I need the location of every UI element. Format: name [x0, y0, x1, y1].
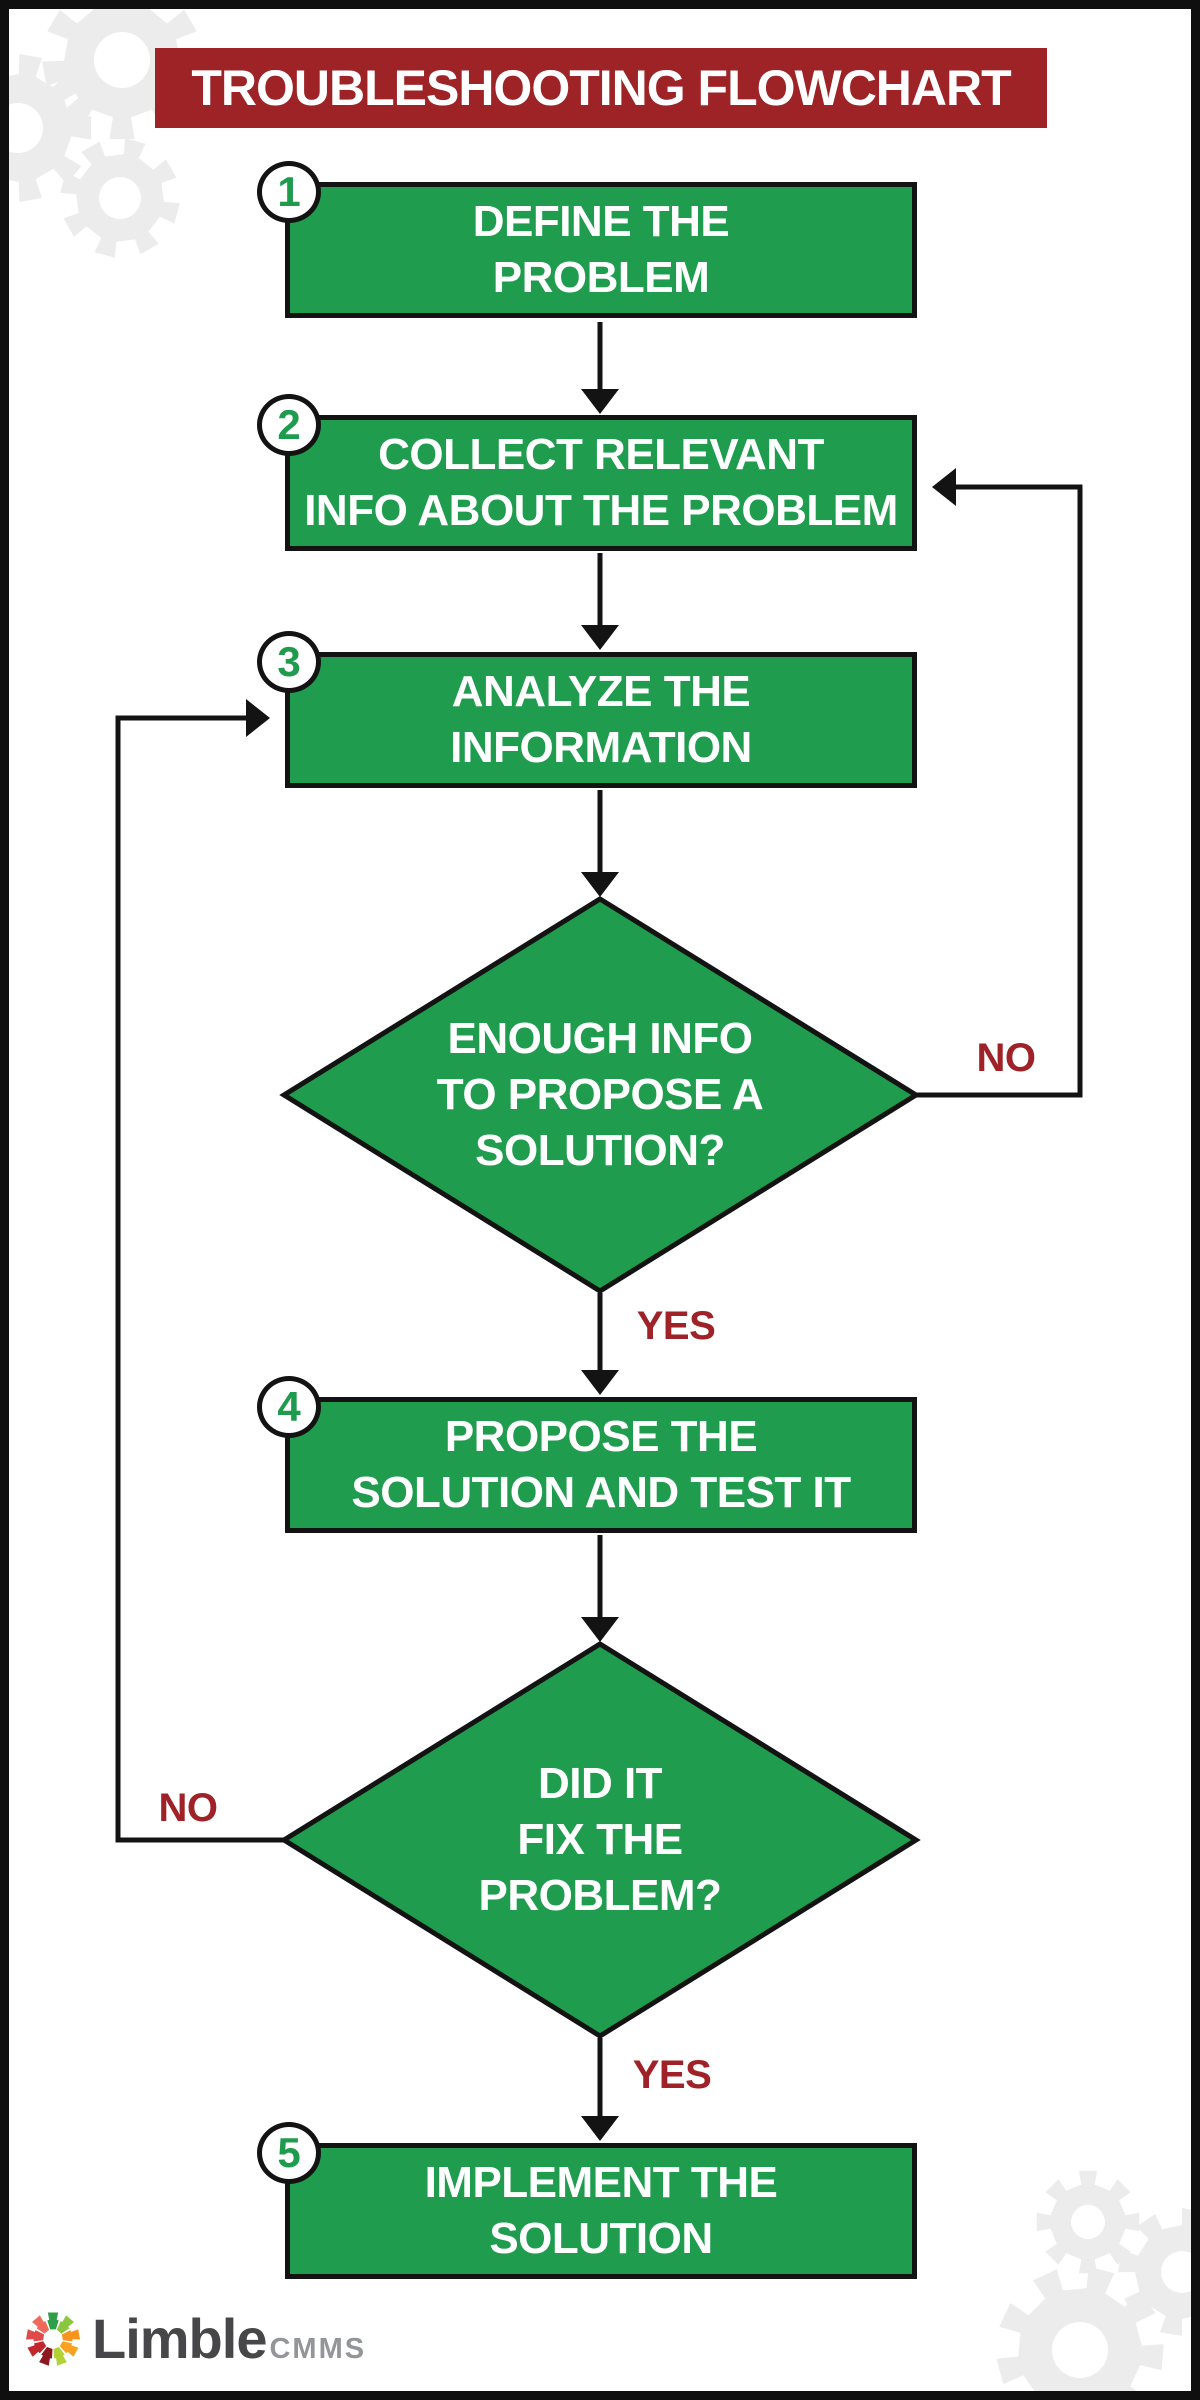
decision-label-enough-info: ENOUGH INFO TO PROPOSE A SOLUTION? — [436, 1013, 764, 1176]
arrow-decision1-no-loop — [916, 468, 1083, 1098]
limble-gear-segment — [53, 2346, 67, 2366]
edge-label-yes-decision1: YES — [636, 1304, 716, 1348]
step-box-implement-solution: IMPLEMENT THE SOLUTION — [285, 2143, 917, 2279]
step-number-badge-2: 2 — [257, 394, 321, 456]
step-box-define-problem: DEFINE THE PROBLEM — [285, 182, 917, 318]
limble-gear-icon — [26, 2312, 80, 2366]
step-number-badge-4: 4 — [257, 1376, 321, 1438]
arrow-step2-to-step3 — [581, 553, 619, 650]
step-number-badge-5: 5 — [257, 2122, 321, 2184]
limble-gear-segment — [39, 2346, 53, 2366]
step-box-propose-solution: PROPOSE THE SOLUTION AND TEST IT — [285, 1397, 917, 1533]
step-number-badge-3: 3 — [257, 631, 321, 693]
limble-gear-segment — [59, 2340, 79, 2357]
step-label: IMPLEMENT THE SOLUTION — [424, 2157, 778, 2263]
step-label: ANALYZE THE INFORMATION — [450, 666, 752, 772]
step-number: 1 — [277, 168, 301, 215]
step-number: 2 — [277, 401, 301, 448]
step-number: 3 — [277, 638, 301, 685]
decision-diamond-did-it-fix — [279, 1641, 921, 2039]
step-label: DEFINE THE PROBLEM — [472, 196, 730, 302]
step-number: 5 — [277, 2129, 301, 2176]
decision-label-did-it-fix: DID IT FIX THE PROBLEM? — [478, 1758, 722, 1921]
title-banner: TROUBLESHOOTING FLOWCHART — [155, 48, 1047, 128]
step-label: PROPOSE THE SOLUTION AND TEST IT — [351, 1411, 851, 1517]
limble-gear-segment — [26, 2328, 45, 2341]
step-label: COLLECT RELEVANT INFO ABOUT THE PROBLEM — [304, 429, 898, 535]
limble-gear-segment — [56, 2314, 74, 2334]
gear-hole — [94, 32, 150, 88]
gear-hole — [0, 103, 43, 153]
arrow-decision1-yes-to-step4 — [581, 1293, 619, 1395]
limble-gear-segment — [61, 2328, 80, 2341]
step-box-analyze-information: ANALYZE THE INFORMATION — [285, 652, 917, 788]
gear-hole — [1052, 2322, 1108, 2378]
limble-cmms-logo: Limble CMMS — [24, 2306, 366, 2371]
logo-suffix-text: CMMS — [269, 2333, 367, 2365]
limble-gear-segment — [27, 2340, 47, 2357]
step-number: 4 — [277, 1383, 301, 1430]
arrow-decision2-yes-to-step5 — [581, 2038, 619, 2141]
edge-label-no-decision2: NO — [158, 1786, 219, 1830]
gear-hole — [1071, 2205, 1105, 2239]
arrow-step4-to-decision2 — [581, 1535, 619, 1642]
gear-icon — [0, 54, 92, 202]
limble-gear-segment — [47, 2312, 59, 2329]
step-number-badge-1: 1 — [257, 161, 321, 223]
edge-label-yes-decision2: YES — [632, 2053, 712, 2097]
arrow-step1-to-step2 — [581, 322, 619, 414]
arrow-decision2-no-loop — [115, 699, 284, 1843]
step-box-collect-info: COLLECT RELEVANT INFO ABOUT THE PROBLEM — [285, 415, 917, 551]
limble-gear-segment — [32, 2314, 50, 2334]
gear-hole — [99, 177, 141, 219]
page-title: TROUBLESHOOTING FLOWCHART — [191, 60, 1011, 116]
edge-label-no-decision1: NO — [976, 1036, 1037, 1080]
gear-hole — [1161, 2251, 1200, 2293]
arrow-step3-to-decision1 — [581, 790, 619, 897]
decision-diamond-enough-info — [279, 896, 921, 1294]
logo-brand-text: Limble — [92, 2307, 267, 2370]
